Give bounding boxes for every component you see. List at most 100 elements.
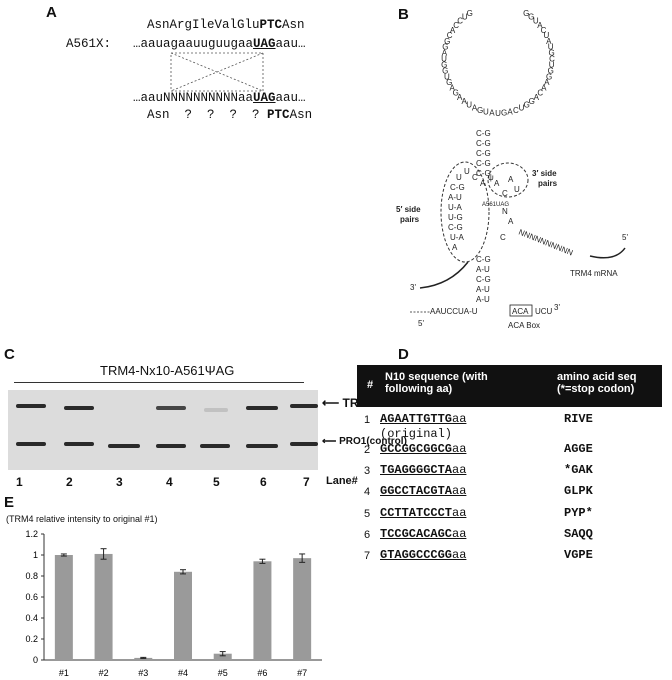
loop-base: C <box>549 55 555 64</box>
loop-base: A <box>457 93 463 102</box>
svg-text:C-G: C-G <box>476 149 491 158</box>
loop-base: G <box>548 67 554 76</box>
loop-base: C <box>447 31 453 40</box>
col-aa-header: amino acid seq (*=stop codon) <box>557 371 637 395</box>
side-pair-labels: 3′ side pairs 5′ side pairs <box>396 169 558 224</box>
pro1-label-text: PRO1(control) <box>339 436 407 447</box>
svg-text:C: C <box>500 233 506 242</box>
row-sequence: CCTTATCCCTaa <box>380 506 467 520</box>
lane-label: 6 <box>260 475 267 489</box>
row-number: 2 <box>364 444 371 456</box>
svg-text:C: C <box>502 189 508 198</box>
trm4-band-1 <box>16 404 46 408</box>
col-num-header: # <box>367 379 374 391</box>
randomized-sequence: …aauNNNNNNNNNNaaUAGaau… <box>133 91 306 105</box>
loop-base: U <box>549 61 555 70</box>
loop-base: U <box>533 16 539 25</box>
svg-text:N: N <box>502 207 508 216</box>
mutant-label: A561X: <box>66 37 112 51</box>
panel-label-a: A <box>46 4 57 21</box>
aa-names: AsnArgIleValGlu <box>147 18 260 32</box>
trm4-band-6 <box>246 406 278 410</box>
loop-base: G <box>528 12 534 21</box>
loop-base: G <box>523 9 529 18</box>
svg-text:C-G: C-G <box>476 159 491 168</box>
svg-text:C-G: C-G <box>476 139 491 148</box>
svg-text:A-U: A-U <box>476 285 490 294</box>
y-tick-label: 1.2 <box>25 529 38 539</box>
svg-text:C-G: C-G <box>476 255 491 264</box>
svg-text:A-U: A-U <box>476 295 490 304</box>
panel-label-b: B <box>398 6 409 23</box>
row-amino-acids: GLPK <box>564 484 593 498</box>
panel-label-c: C <box>4 346 15 363</box>
bar <box>94 553 113 660</box>
loop-base: G <box>446 78 452 87</box>
guide-3-end: 3' <box>410 283 416 292</box>
panel-label-e: E <box>4 494 15 511</box>
lane-label: 5 <box>213 475 220 489</box>
gel-title: TRM4-Nx10-A561ΨAG <box>100 363 235 378</box>
mrna-tail <box>589 247 626 259</box>
lane-label: 4 <box>166 475 173 489</box>
loop-base: U <box>444 73 450 82</box>
western-blot <box>8 390 318 470</box>
pro1-band-7 <box>290 442 318 446</box>
loop-base: A <box>450 26 456 35</box>
trm4-band-2 <box>64 406 94 410</box>
loop-base: A <box>546 37 552 46</box>
three-prime-side-label-2: pairs <box>538 179 558 188</box>
pro1-band-2 <box>64 442 94 446</box>
row-sequence: GTAGGCCCGGaa <box>380 548 467 562</box>
svg-text:U: U <box>456 173 462 182</box>
seq1-suffix: aau… <box>275 37 306 51</box>
svg-text:C: C <box>472 173 478 182</box>
aa-line-2: Asn ? ? ? ? PTCAsn <box>147 108 312 122</box>
y-tick-label: 1 <box>33 550 38 560</box>
loop-base: G <box>467 9 473 18</box>
lane-label: 1 <box>16 475 23 489</box>
seq1-stop: UAG <box>253 37 276 51</box>
loop-base: C <box>537 89 543 98</box>
svg-text:A: A <box>452 243 458 252</box>
loop-base: G <box>441 61 447 70</box>
panel-label-d: D <box>398 346 409 363</box>
svg-text:C-G: C-G <box>476 275 491 284</box>
loop-base: U <box>495 109 501 118</box>
row-sequence: GCCGGCGGCGaa <box>380 442 467 456</box>
x-tick-label: #3 <box>138 668 148 678</box>
loop-base: A <box>442 49 448 58</box>
trm4-band-7 <box>290 404 318 408</box>
pro1-band-6 <box>246 444 278 448</box>
pro1-band-3 <box>108 444 140 448</box>
row-number: 1 <box>364 414 371 426</box>
loop-base: C <box>457 16 463 25</box>
row-amino-acids: VGPE <box>564 548 593 562</box>
y-tick-label: 0.6 <box>25 592 38 602</box>
aca-box-label: ACA Box <box>508 321 540 330</box>
loop-base: G <box>546 73 552 82</box>
y-tick-label: 0.8 <box>25 571 38 581</box>
seq2-suffix: aau… <box>275 91 306 105</box>
svg-text:C-G: C-G <box>476 129 491 138</box>
svg-text:C-G: C-G <box>476 169 491 178</box>
ptc-label: PTC <box>259 18 283 32</box>
row-note: (original) <box>380 427 453 441</box>
x-tick-label: #6 <box>257 668 267 678</box>
five-prime-side-label-2: pairs <box>400 215 420 224</box>
aca-box-outline <box>509 304 533 317</box>
aa-end: Asn <box>282 18 305 32</box>
bottom-sequence: AAUCCUA-U <box>430 307 478 316</box>
svg-text:A-U: A-U <box>476 265 490 274</box>
svg-text:A: A <box>480 179 486 188</box>
svg-text:A: A <box>508 175 514 184</box>
x-tick-label: #1 <box>59 668 69 678</box>
svg-text:A: A <box>508 217 514 226</box>
loop-base: C <box>513 106 519 115</box>
row-number: 7 <box>364 550 371 562</box>
row-number: 4 <box>364 486 371 498</box>
svg-text:U-A: U-A <box>448 203 462 212</box>
svg-text:U-A: U-A <box>450 233 464 242</box>
chart-title: (TRM4 relative intensity to original #1) <box>6 514 158 524</box>
